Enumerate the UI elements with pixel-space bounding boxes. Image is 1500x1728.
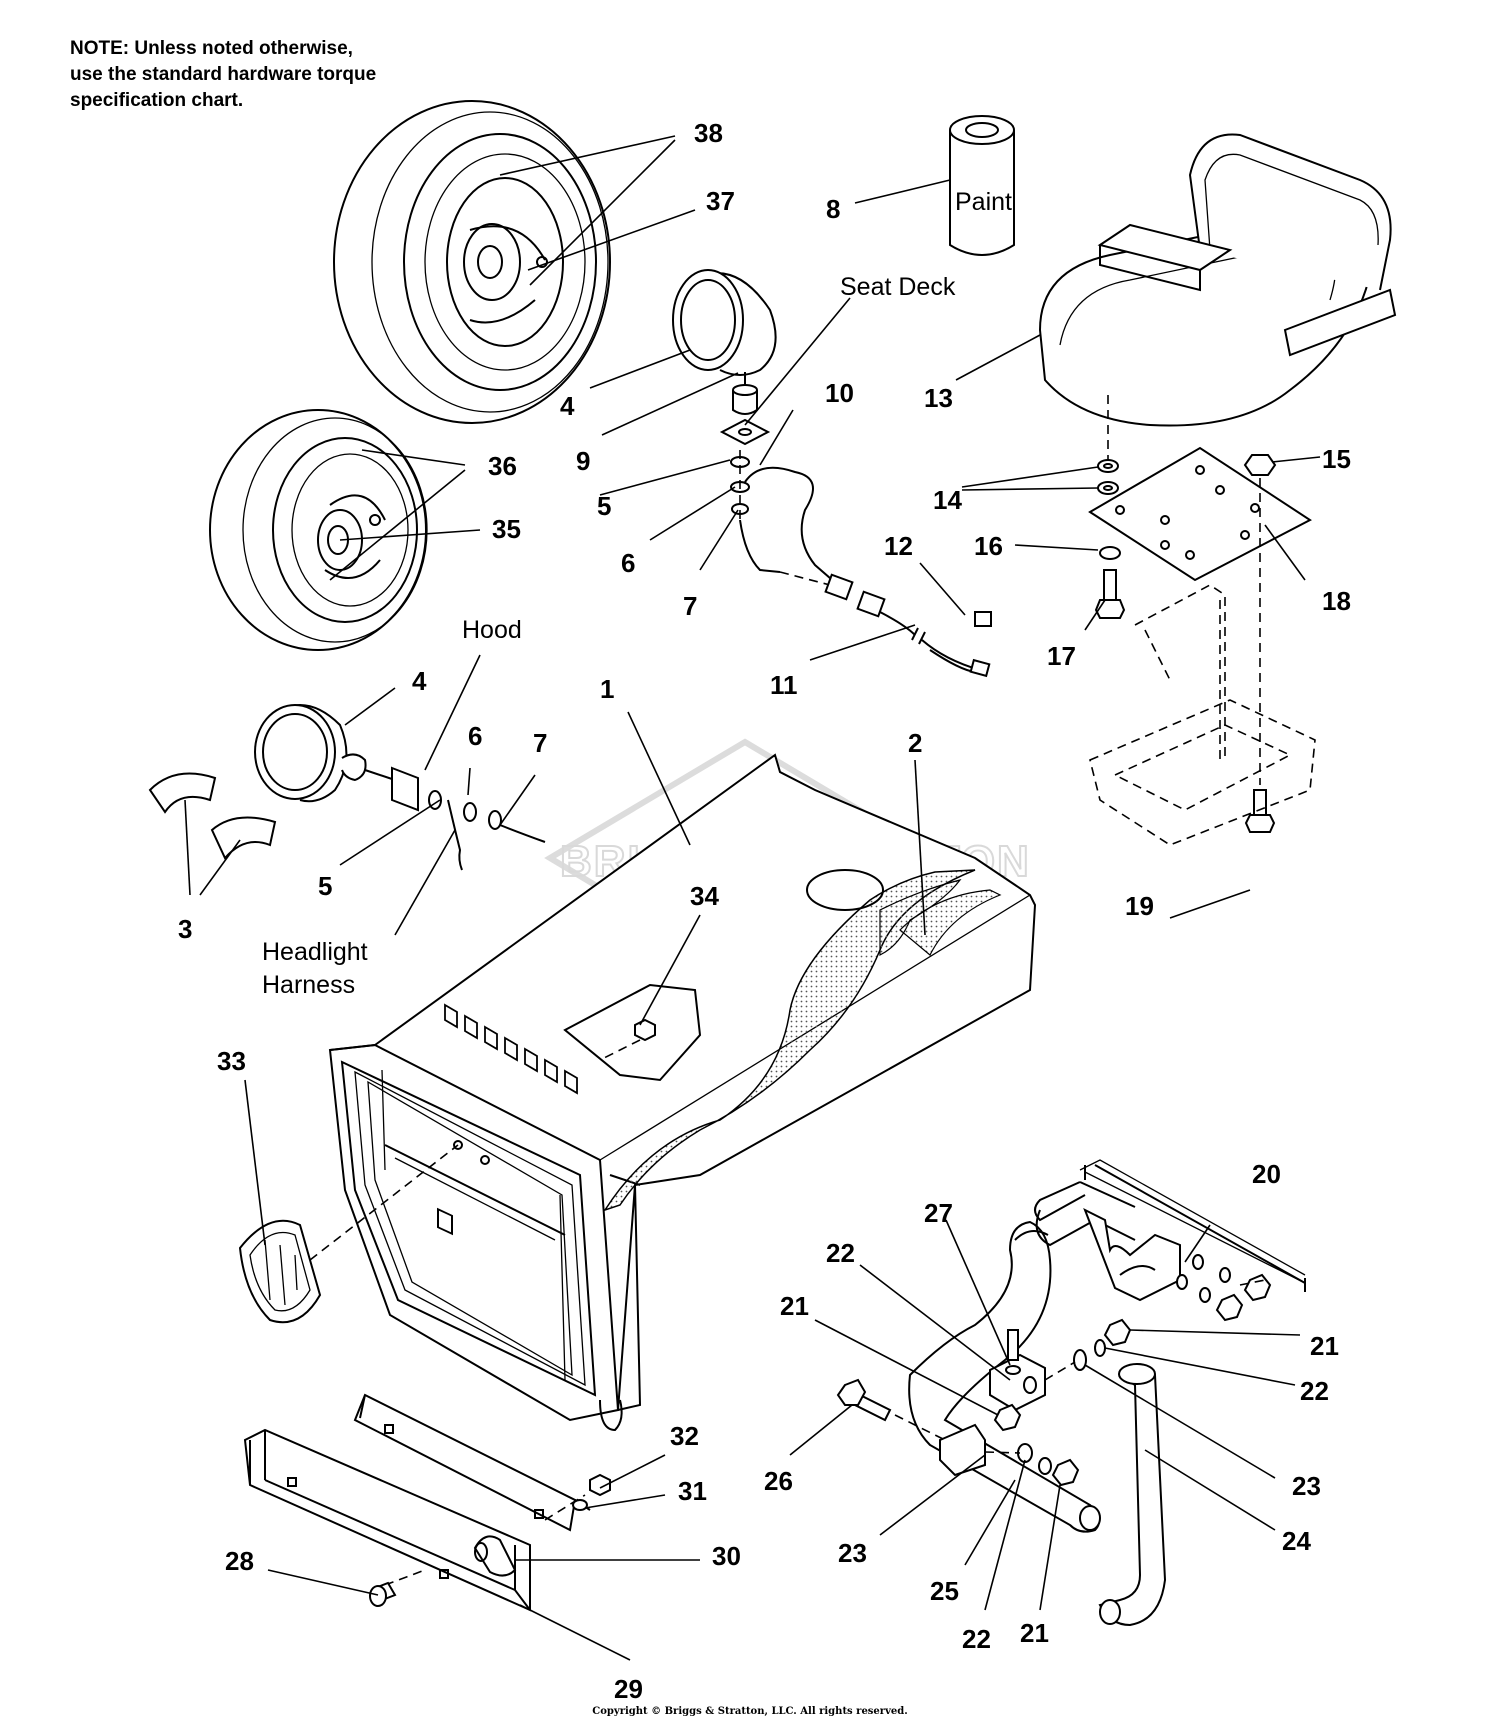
callout-6b: 6: [468, 721, 482, 751]
headlight-harness-label-line2: Harness: [262, 971, 355, 999]
front-bumper: [243, 1393, 611, 1612]
callout-5: 5: [597, 491, 611, 521]
text-labels: Seat Deck Hood Headlight Harness: [262, 273, 956, 999]
callout-5b: 5: [318, 871, 332, 901]
callout-32: 32: [670, 1421, 699, 1451]
seat-mounting-frame: [1089, 395, 1316, 846]
callout-23: 23: [1292, 1471, 1321, 1501]
callout-numbers: 38 37 8 4 9 10 5 6 7 13 36 35 14 15 16 1…: [178, 118, 1351, 1704]
callout-21c: 21: [1020, 1618, 1049, 1648]
wiring-harness: [856, 590, 992, 678]
lower-headlight: [148, 704, 546, 871]
callout-31: 31: [678, 1476, 707, 1506]
upper-headlight: [672, 269, 854, 601]
callout-14: 14: [933, 485, 962, 515]
callout-26: 26: [764, 1466, 793, 1496]
seat-hardware: [1094, 454, 1277, 833]
callout-7: 7: [683, 591, 697, 621]
callout-4: 4: [560, 391, 575, 421]
callout-21b: 21: [1310, 1331, 1339, 1361]
callout-38: 38: [694, 118, 723, 148]
callout-28: 28: [225, 1546, 254, 1576]
callout-33: 33: [217, 1046, 246, 1076]
copyright-notice: Copyright © Briggs & Stratton, LLC. All …: [592, 1706, 908, 1717]
callout-8: 8: [826, 194, 840, 224]
callout-25: 25: [930, 1576, 959, 1606]
callout-36: 36: [488, 451, 517, 481]
front-tire: [209, 409, 428, 651]
callout-27: 27: [924, 1198, 953, 1228]
paint-can: Paint: [949, 115, 1015, 256]
callout-37: 37: [706, 186, 735, 216]
callout-20: 20: [1252, 1159, 1281, 1189]
callout-29: 29: [614, 1674, 643, 1704]
callout-21: 21: [780, 1291, 809, 1321]
callout-22b: 22: [1300, 1376, 1329, 1406]
torque-note: NOTE: Unless noted otherwise, use the st…: [70, 38, 377, 111]
seat-plate: [1088, 446, 1312, 582]
callout-4b: 4: [412, 666, 427, 696]
callout-15: 15: [1322, 444, 1351, 474]
hood: [328, 753, 1037, 1432]
callout-34: 34: [690, 881, 719, 911]
exhaust-assembly: [836, 1159, 1306, 1627]
callout-18: 18: [1322, 586, 1351, 616]
callout-19: 19: [1125, 891, 1154, 921]
paint-label: Paint: [955, 188, 1012, 216]
callout-9: 9: [576, 446, 590, 476]
headlight-harness-label-line1: Headlight: [262, 938, 368, 966]
callout-11: 11: [770, 670, 798, 700]
seat: [1038, 133, 1397, 427]
callout-35: 35: [492, 514, 521, 544]
callout-23b: 23: [838, 1538, 867, 1568]
callout-22c: 22: [962, 1624, 991, 1654]
rear-tire: [333, 100, 611, 424]
callout-17: 17: [1047, 641, 1076, 671]
callout-22: 22: [826, 1238, 855, 1268]
callout-16: 16: [974, 531, 1003, 561]
callout-1: 1: [600, 674, 614, 704]
hood-label: Hood: [462, 616, 522, 644]
callout-12: 12: [884, 531, 913, 561]
callout-30: 30: [712, 1541, 741, 1571]
callout-13: 13: [924, 383, 953, 413]
seat-deck-label: Seat Deck: [840, 273, 956, 301]
hood-emblem: [238, 1144, 459, 1324]
callout-2: 2: [908, 728, 922, 758]
callout-6: 6: [621, 548, 635, 578]
callout-7b: 7: [533, 728, 547, 758]
callout-10: 10: [825, 378, 854, 408]
callout-3: 3: [178, 914, 192, 944]
callout-24: 24: [1282, 1526, 1311, 1556]
leader-lines: [184, 135, 1321, 1661]
